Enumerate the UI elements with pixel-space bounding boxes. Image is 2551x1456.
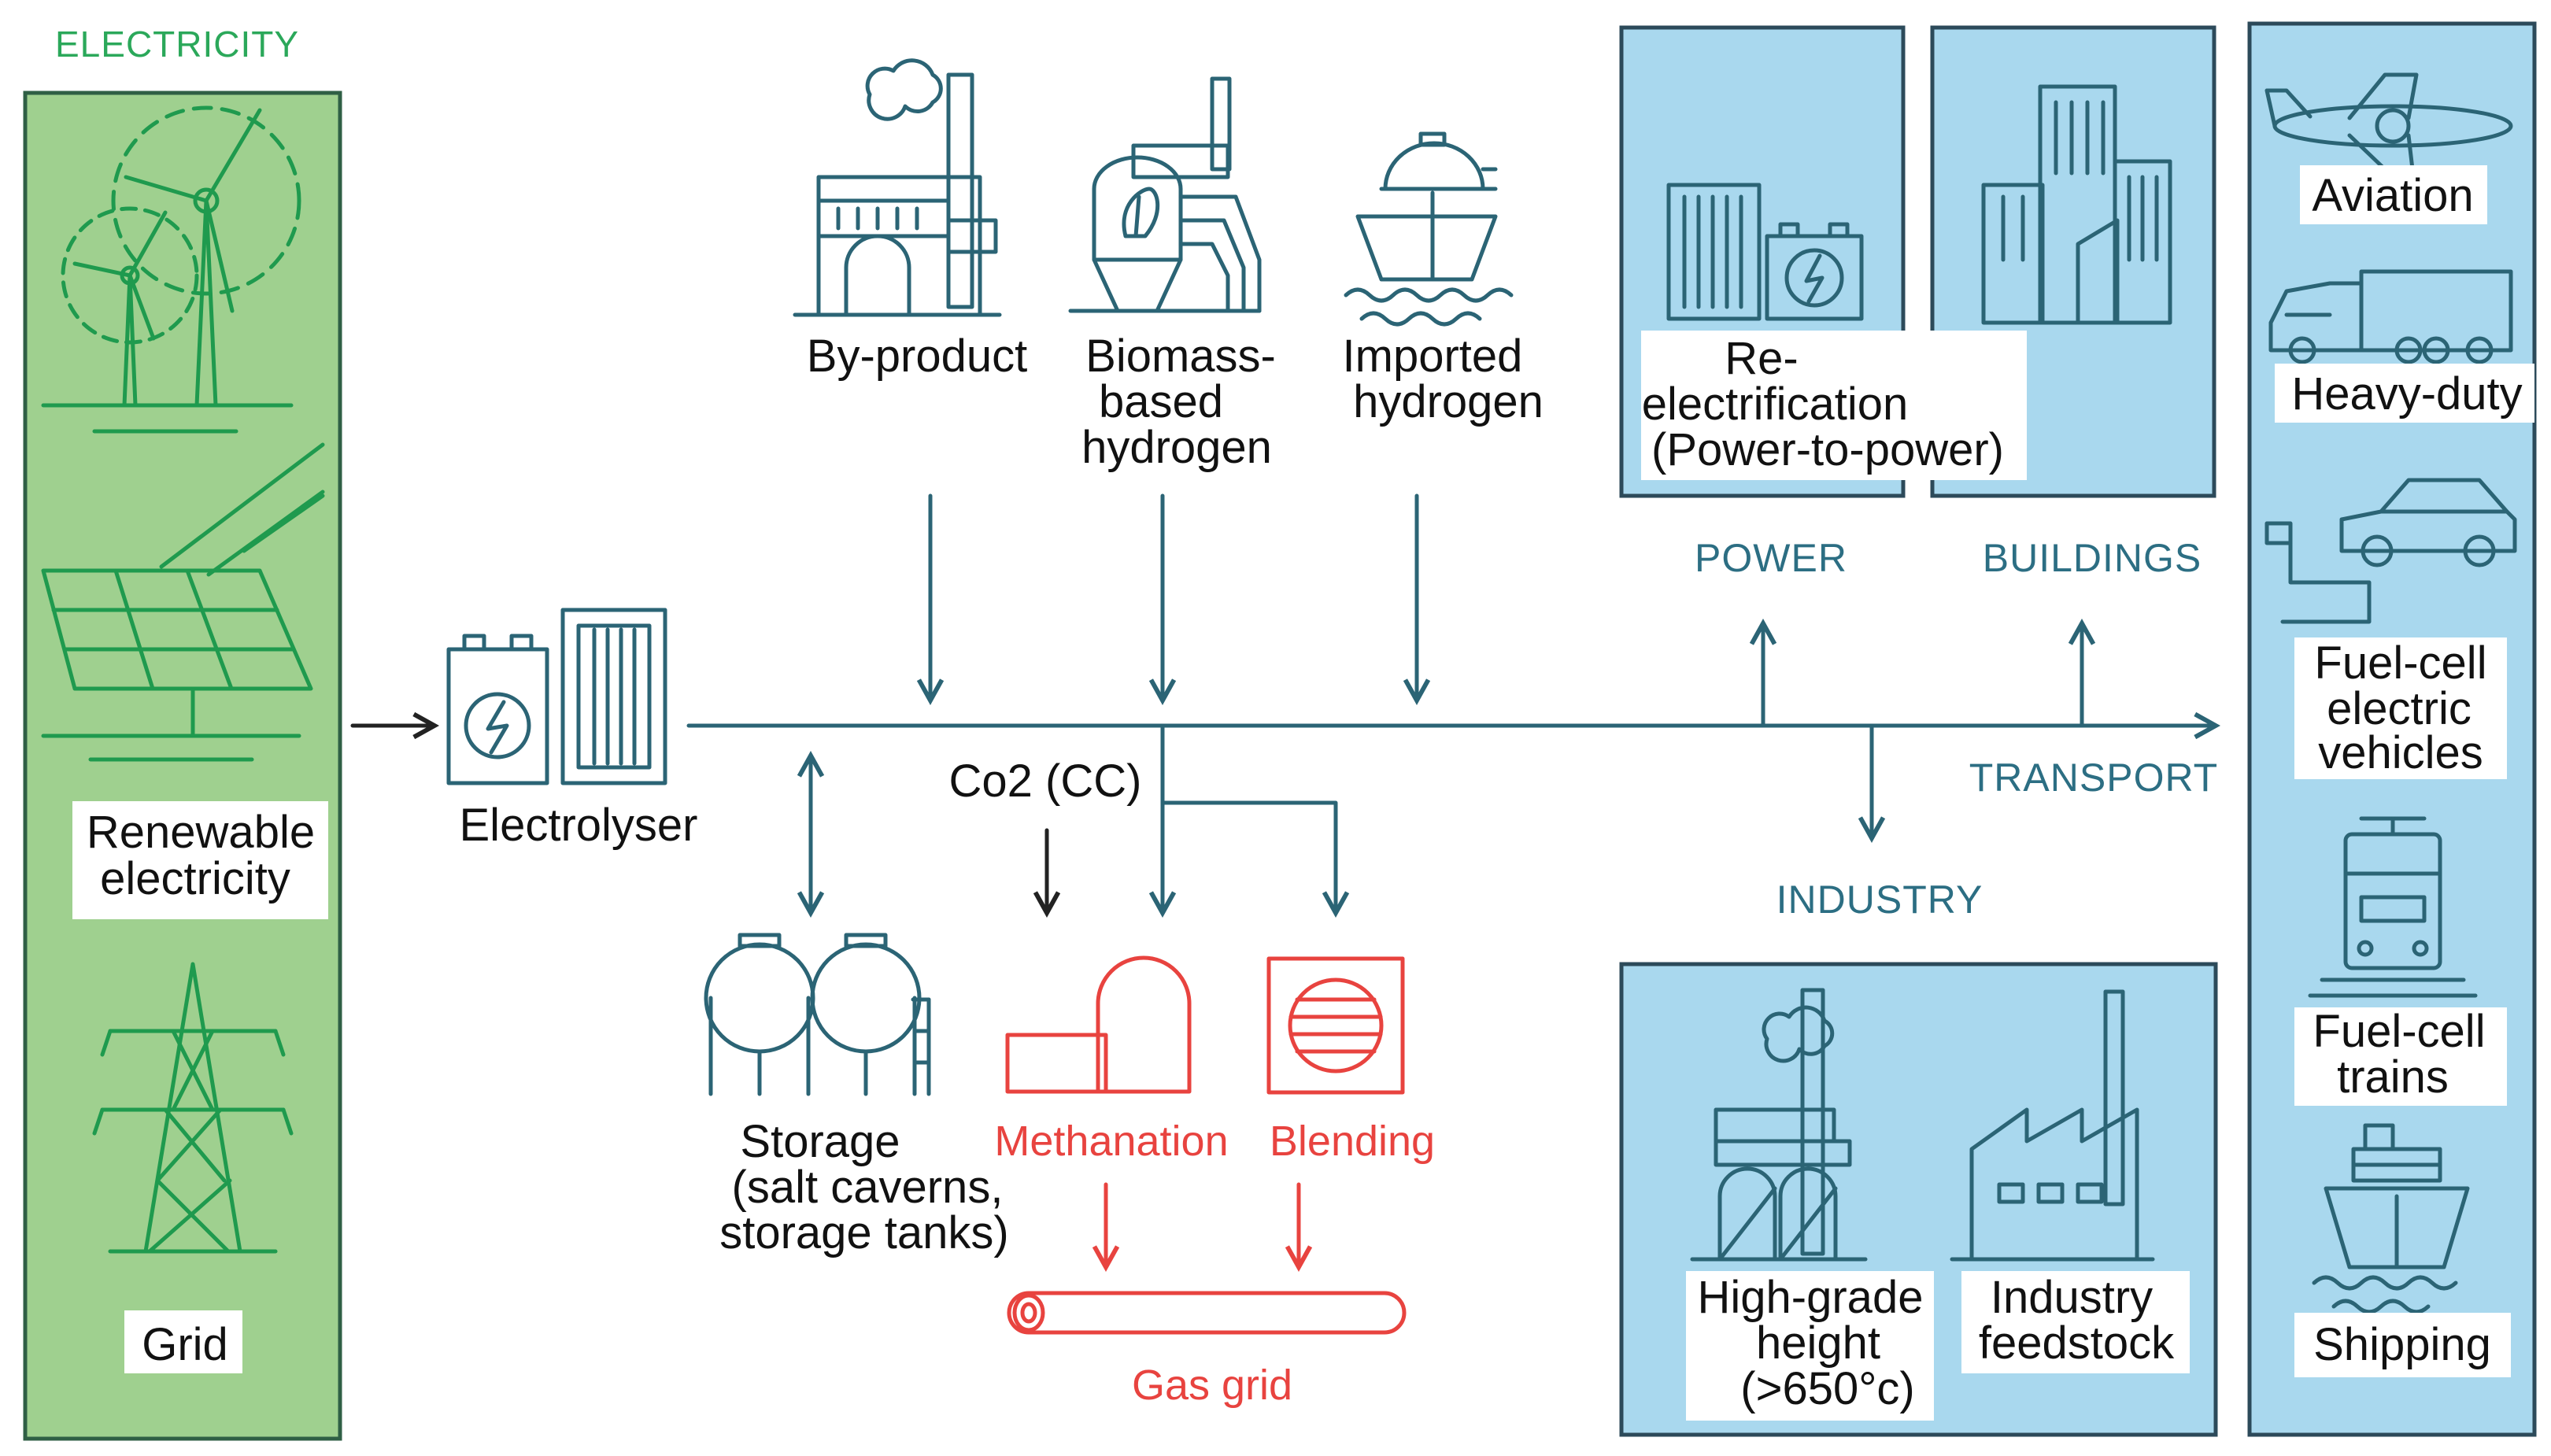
biomass-label: Biomass- xyxy=(1085,331,1276,382)
shipping-label: Shipping xyxy=(2313,1319,2491,1370)
renewable-electricity-label-2: electricity xyxy=(100,853,290,904)
aviation-label: Aviation xyxy=(2312,170,2473,221)
biomass-plant-icon xyxy=(1068,76,1262,313)
reelec-label-2: electrification xyxy=(1642,379,1908,430)
storage-tank-icon xyxy=(704,933,931,1096)
truck-icon xyxy=(2268,269,2513,364)
gas-grid-label: Gas grid xyxy=(1132,1362,1292,1409)
byproduct-label: By-product xyxy=(807,331,1027,382)
car-icon xyxy=(2264,478,2517,624)
tanker-ship-icon xyxy=(1344,131,1514,327)
gas-pipe-icon xyxy=(1007,1291,1407,1335)
highgrade-label-3: (>650°c) xyxy=(1740,1363,1914,1414)
feedstock-label-2: feedstock xyxy=(1979,1317,2175,1369)
electricity-heading: ELECTRICITY xyxy=(55,24,299,65)
imported-label-2: hydrogen xyxy=(1353,376,1544,427)
storage-label-3: storage tanks) xyxy=(719,1207,1009,1258)
blending-label: Blending xyxy=(1270,1118,1435,1165)
industry-heading: INDUSTRY xyxy=(1776,878,1983,922)
pylon-icon xyxy=(92,962,294,1254)
electrolyser-icon xyxy=(446,608,667,785)
highgrade-label-2: height xyxy=(1756,1317,1880,1369)
reelec-label-3: (Power-to-power) xyxy=(1651,424,2004,475)
imported-label: Imported xyxy=(1343,331,1523,382)
biomass-label-3: hydrogen xyxy=(1081,422,1272,473)
highgrade-label: High-grade xyxy=(1698,1272,1924,1323)
feedstock-label: Industry xyxy=(1991,1272,2153,1323)
trains-label-2: trains xyxy=(2337,1051,2449,1103)
fcev-label-3: vehicles xyxy=(2318,727,2483,778)
fcev-label-2: electric xyxy=(2327,683,2472,734)
methanation-icon xyxy=(1005,955,1192,1094)
electrolyser-label: Electrolyser xyxy=(460,800,698,851)
heavy-duty-label: Heavy-duty xyxy=(2291,368,2522,419)
transport-heading: TRANSPORT xyxy=(1969,756,2218,800)
fcev-label: Fuel-cell xyxy=(2314,637,2486,689)
solar-panel-icon xyxy=(41,442,325,762)
trains-label: Fuel-cell xyxy=(2313,1006,2485,1057)
airplane-icon xyxy=(2264,72,2513,172)
train-icon xyxy=(2308,816,2478,998)
ship-icon xyxy=(2312,1123,2470,1314)
grid-label: Grid xyxy=(142,1319,228,1370)
buildings-icon xyxy=(1981,84,2172,325)
methanation-label: Methanation xyxy=(994,1118,1228,1165)
power-heading: POWER xyxy=(1695,536,1847,580)
storage-label-2: (salt caverns, xyxy=(732,1162,1004,1213)
renewable-electricity-label: Renewable xyxy=(87,807,315,858)
biomass-label-2: based xyxy=(1099,376,1223,427)
arrow-blending xyxy=(1160,800,1336,913)
reelec-label: Re- xyxy=(1725,333,1798,384)
battery-icon xyxy=(1666,183,1864,321)
buildings-heading: BUILDINGS xyxy=(1983,536,2202,580)
industry-plant-icon xyxy=(1690,988,2155,1262)
wind-turbine-icon xyxy=(41,105,301,434)
electricity-panel xyxy=(23,91,342,1441)
co2-label: Co2 (CC) xyxy=(949,756,1142,807)
blending-icon xyxy=(1266,956,1405,1095)
factory-icon xyxy=(793,58,1002,317)
storage-label: Storage xyxy=(740,1116,900,1167)
